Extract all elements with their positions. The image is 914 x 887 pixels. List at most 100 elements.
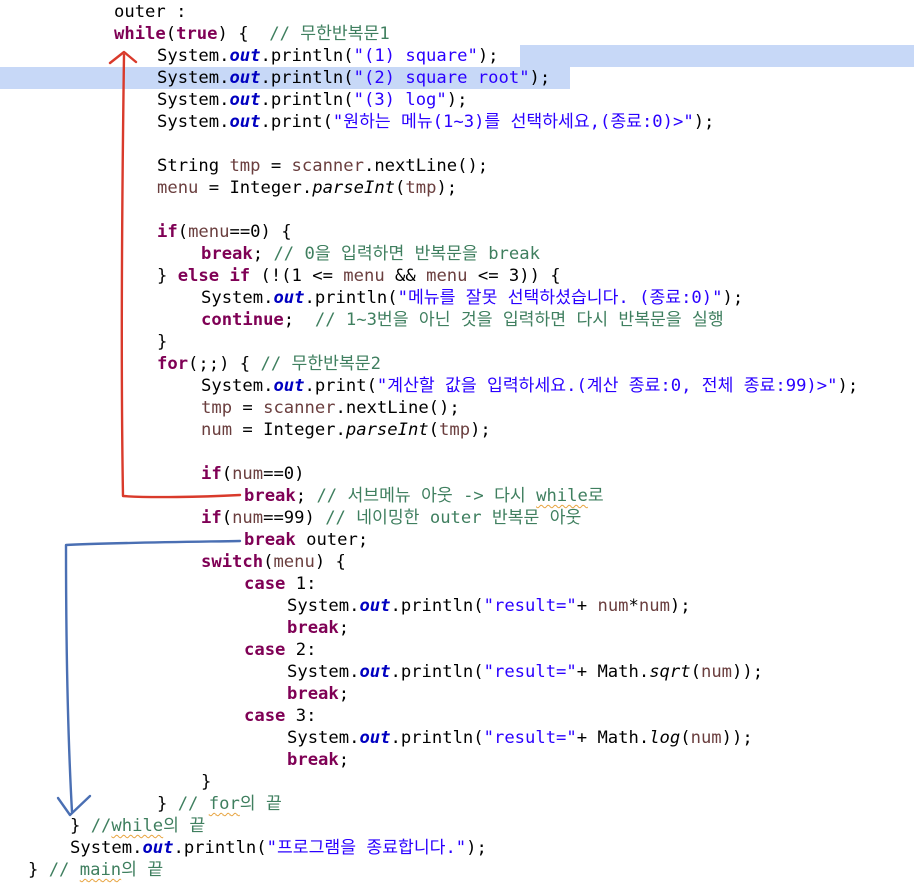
code-token: main [79, 860, 122, 880]
code-line-28[interactable]: System.out.println("result="+ num*num); [0, 595, 914, 617]
code-text: System.out.println("(3) log"); [157, 89, 467, 111]
code-text: } // main의 끝 [28, 859, 163, 881]
code-token: .println( [390, 596, 484, 616]
code-token: ==0) { [229, 222, 292, 242]
code-line-20[interactable]: num = Integer.parseInt(tmp); [0, 419, 914, 441]
code-line-30[interactable]: case 2: [0, 639, 914, 661]
code-line-5[interactable]: System.out.println("(3) log"); [0, 89, 914, 111]
code-token: while [114, 24, 166, 44]
code-token: ); [693, 112, 715, 132]
code-token: out [273, 376, 305, 396]
code-token: .println( [304, 288, 398, 308]
code-token: "메뉴를 잘못 선택하셨습니다. (종료:0)" [397, 288, 723, 308]
code-line-37[interactable]: } // for의 끝 [0, 793, 914, 815]
code-token: "프로그램을 종료합니다." [266, 838, 467, 858]
code-token: 의 끝 [163, 816, 206, 836]
code-line-40[interactable]: } // main의 끝 [0, 859, 914, 881]
code-token: tmp [229, 156, 261, 176]
code-token: out [273, 288, 305, 308]
code-line-18[interactable]: System.out.print("계산할 값을 입력하세요.(계산 종료:0,… [0, 375, 914, 397]
selection-highlight [520, 45, 914, 67]
code-line-2[interactable]: while(true) { // 무한반복문1 [0, 23, 914, 45]
code-text: System.out.println("result="+ num*num); [287, 595, 691, 617]
code-token: .println( [260, 68, 354, 88]
code-token: )); [732, 662, 764, 682]
code-token: } [201, 772, 212, 792]
code-line-19[interactable]: tmp = scanner.nextLine(); [0, 397, 914, 419]
code-text: System.out.println("메뉴를 잘못 선택하셨습니다. (종료:… [201, 287, 743, 309]
code-text: } [201, 771, 211, 793]
code-line-14[interactable]: System.out.println("메뉴를 잘못 선택하셨습니다. (종료:… [0, 287, 914, 309]
code-token: (;;) { [188, 354, 261, 374]
code-token: ( [221, 508, 233, 528]
code-text: System.out.println("result="+ Math.log(n… [287, 727, 753, 749]
code-text: System.out.println("(2) square root"); [157, 67, 550, 89]
code-token: ( [690, 662, 701, 682]
code-line-9[interactable]: menu = Integer.parseInt(tmp); [0, 177, 914, 199]
code-token: } [70, 816, 91, 836]
code-line-11[interactable]: if(menu==0) { [0, 221, 914, 243]
code-line-4[interactable]: System.out.println("(2) square root"); [0, 67, 914, 89]
code-token: num [232, 464, 264, 484]
code-line-23[interactable]: break; // 서브메뉴 아웃 -> 다시 while로 [0, 485, 914, 507]
code-token: // [90, 816, 112, 836]
code-token: break [244, 486, 296, 506]
code-token: out [359, 662, 391, 682]
code-text: switch(menu) { [201, 551, 346, 573]
code-token: while [111, 816, 164, 836]
code-line-38[interactable]: } //while의 끝 [0, 815, 914, 837]
code-token: // 무한반복문2 [260, 354, 381, 374]
code-token: } [157, 266, 178, 286]
code-token: break [287, 618, 339, 638]
code-token: ); [466, 838, 487, 858]
code-line-15[interactable]: continue; // 1~3번을 아닌 것을 입력하면 다시 반복문을 실행 [0, 309, 914, 331]
code-line-25[interactable]: break outer; [0, 529, 914, 551]
code-token: ; [252, 244, 274, 264]
code-line-17[interactable]: for(;;) { // 무한반복문2 [0, 353, 914, 375]
code-line-31[interactable]: System.out.println("result="+ Math.sqrt(… [0, 661, 914, 683]
code-token: case [244, 574, 286, 594]
code-line-1[interactable]: outer : [0, 1, 914, 23]
code-line-36[interactable]: } [0, 771, 914, 793]
code-token: for [157, 354, 189, 374]
code-text: outer : [114, 1, 186, 23]
code-line-3[interactable]: System.out.println("(1) square"); [0, 45, 914, 67]
code-token: } [157, 794, 178, 814]
code-token: // 무한반복문1 [269, 24, 390, 44]
code-token: menu [343, 266, 385, 286]
code-line-32[interactable]: break; [0, 683, 914, 705]
code-line-33[interactable]: case 3: [0, 705, 914, 727]
code-line-26[interactable]: switch(menu) { [0, 551, 914, 573]
code-line-6[interactable]: System.out.print("원하는 메뉴(1~3)를 선택하세요,(종료… [0, 111, 914, 133]
code-line-10[interactable] [0, 199, 914, 221]
code-token: tmp [201, 398, 233, 418]
code-line-22[interactable]: if(num==0) [0, 463, 914, 485]
code-line-16[interactable]: } [0, 331, 914, 353]
code-token: ; [295, 486, 317, 506]
code-line-27[interactable]: case 1: [0, 573, 914, 595]
code-line-21[interactable] [0, 441, 914, 463]
code-token: 1: [285, 574, 317, 594]
code-token: parseInt [312, 178, 396, 198]
code-text: for(;;) { // 무한반복문2 [157, 353, 381, 375]
code-line-8[interactable]: String tmp = scanner.nextLine(); [0, 155, 914, 177]
code-line-12[interactable]: break; // 0을 입력하면 반복문을 break [0, 243, 914, 265]
code-line-13[interactable]: } else if (!(1 <= menu && menu <= 3)) { [0, 265, 914, 287]
code-token: .print( [260, 112, 333, 132]
code-token: System. [201, 376, 274, 396]
code-line-34[interactable]: System.out.println("result="+ Math.log(n… [0, 727, 914, 749]
code-line-35[interactable]: break; [0, 749, 914, 771]
code-text: System.out.println("result="+ Math.sqrt(… [287, 661, 763, 683]
code-line-7[interactable] [0, 133, 914, 155]
code-token: outer : [114, 2, 187, 22]
code-line-29[interactable]: break; [0, 617, 914, 639]
code-token: System. [157, 68, 230, 88]
code-token: case [244, 640, 286, 660]
code-line-24[interactable]: if(num==99) // 네이밍한 outer 반복문 아웃 [0, 507, 914, 529]
code-token: = [260, 156, 292, 176]
code-text: break outer; [244, 529, 368, 551]
code-line-39[interactable]: System.out.println("프로그램을 종료합니다."); [0, 837, 914, 859]
code-token: num [232, 508, 264, 528]
code-token: while [536, 486, 588, 506]
